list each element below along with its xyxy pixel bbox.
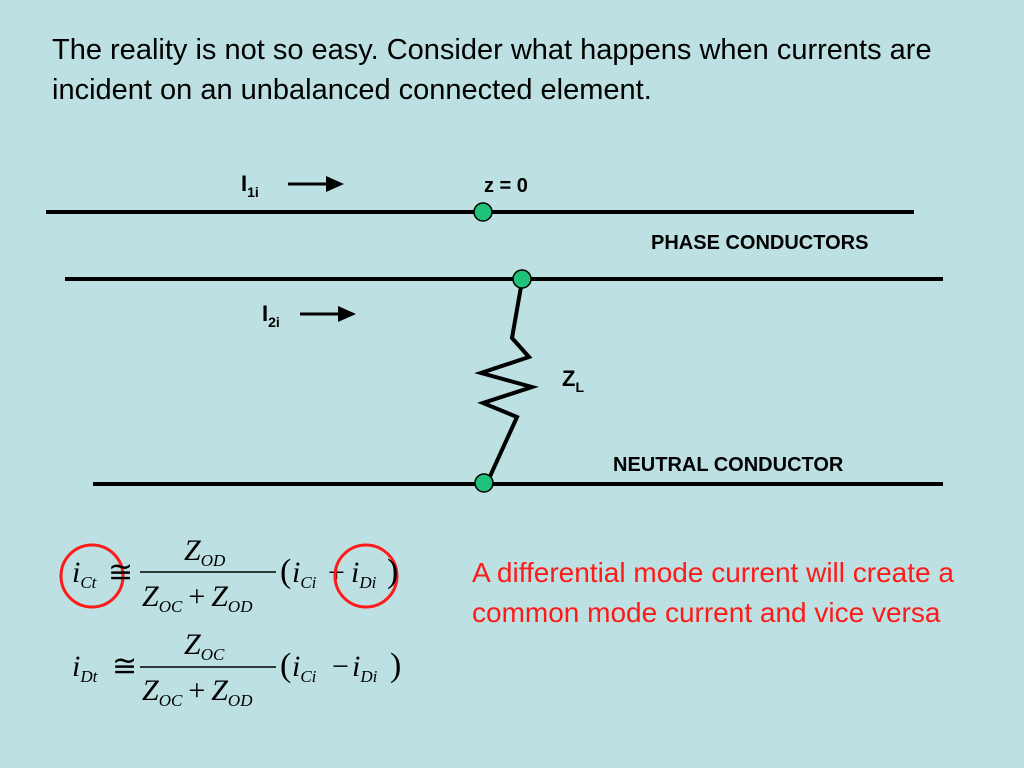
note-text: A differential mode current will create … [472, 557, 954, 628]
current-label-1: I1i [241, 171, 259, 200]
eq2-op: − [332, 650, 349, 683]
eq2-term-ci: iCi [292, 650, 317, 686]
eq2-denominator: ZOC+ZOD [142, 674, 253, 710]
load-impedance-resistor [474, 280, 539, 484]
eq1-lhs: iCt [72, 556, 98, 592]
arrow-right-icon [288, 176, 344, 192]
eq2-numerator: ZOC [184, 628, 225, 664]
eq2-term-di: iDi [352, 650, 378, 686]
eq1-numerator: ZOD [184, 534, 226, 570]
zl-label: ZL [562, 366, 584, 395]
eq1-rparen: ) [387, 553, 398, 590]
eq1-denominator: ZOC+ZOD [142, 580, 253, 616]
phase-conductors-label: PHASE CONDUCTORS [651, 232, 868, 254]
eq2-lhs: iDt [72, 650, 99, 686]
highlight-circle [59, 543, 125, 609]
node-phase-2 [512, 269, 532, 289]
eq1-term-ci: iCi [292, 556, 317, 592]
highlight-circle [333, 543, 399, 609]
intro-text: The reality is not so easy. Consider wha… [52, 34, 932, 106]
eq1-term-di: iDi [351, 556, 377, 592]
eq1-approx: ≅ [108, 556, 133, 589]
equation-1: iCt ≅ ZOD ZOC+ZOD ( iCi + iDi ) [59, 534, 399, 616]
eq2-lparen: ( [280, 647, 291, 684]
eq2-rparen: ) [390, 647, 401, 684]
arrow-right-icon [300, 306, 356, 322]
eq1-lparen: ( [280, 553, 291, 590]
current-label-2: I2i [262, 301, 280, 330]
eq2-approx: ≅ [112, 650, 137, 683]
node-neutral [474, 473, 494, 493]
equation-2: iDt ≅ ZOC ZOC+ZOD ( iCi − iDi ) [72, 628, 401, 710]
neutral-conductor-label: NEUTRAL CONDUCTOR [613, 454, 844, 476]
node-z0 [473, 202, 493, 222]
z0-label: z = 0 [484, 175, 528, 197]
